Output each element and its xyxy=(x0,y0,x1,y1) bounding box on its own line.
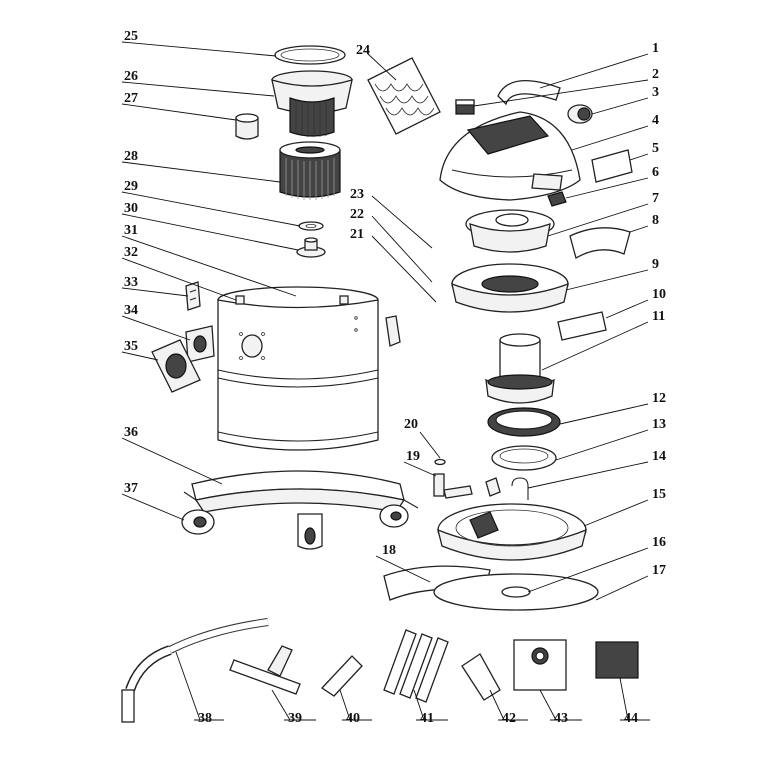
part-5-cover-strip xyxy=(591,149,633,183)
label-part-7: 7 xyxy=(652,191,659,206)
label-part-5: 5 xyxy=(652,141,659,156)
part-33-latch xyxy=(185,281,201,311)
label-part-8: 8 xyxy=(652,213,659,228)
label-part-25: 25 xyxy=(124,29,138,44)
part-13-seal-ring xyxy=(491,445,557,471)
part-28-cartridge-filter xyxy=(279,141,341,200)
part-6-lock-knob xyxy=(547,191,567,207)
part-14-small-fitting xyxy=(485,477,529,500)
part-11-motor xyxy=(485,333,555,404)
part-43-paper-bag xyxy=(513,639,567,691)
label-part-27: 27 xyxy=(124,91,138,106)
part-40-crevice-tool xyxy=(321,655,363,697)
part-42-round-brush xyxy=(461,653,501,701)
label-part-19: 19 xyxy=(406,449,420,464)
label-part-1: 1 xyxy=(652,41,659,56)
label-part-30: 30 xyxy=(124,201,138,216)
part-3-outlet-socket xyxy=(567,104,593,124)
label-part-26: 26 xyxy=(124,69,138,84)
label-part-21: 21 xyxy=(350,227,364,242)
part-38-hose xyxy=(121,618,269,723)
label-part-29: 29 xyxy=(124,179,138,194)
label-part-18: 18 xyxy=(382,543,396,558)
part-8-curved-foam xyxy=(569,227,631,259)
tank-latch-clip xyxy=(385,315,401,347)
label-part-2: 2 xyxy=(652,67,659,82)
label-part-41: 41 xyxy=(420,711,434,726)
label-part-37: 37 xyxy=(124,481,138,496)
part-30-float-valve xyxy=(296,237,326,258)
part-15-bottom-housing xyxy=(437,503,587,561)
label-part-11: 11 xyxy=(652,309,665,324)
part-25-gasket-ring xyxy=(274,45,346,65)
part-4-motor-cover xyxy=(439,111,581,201)
label-part-23: 23 xyxy=(350,187,364,202)
label-part-39: 39 xyxy=(288,711,302,726)
part-31-tank xyxy=(217,286,379,451)
label-part-36: 36 xyxy=(124,425,138,440)
part-24-filter-bag xyxy=(367,57,441,135)
label-part-33: 33 xyxy=(124,275,138,290)
label-part-44: 44 xyxy=(624,711,638,726)
part-17-filter-disc xyxy=(433,573,599,611)
part-41-extension-tubes xyxy=(383,629,449,703)
label-part-10: 10 xyxy=(652,287,666,302)
label-part-43: 43 xyxy=(554,711,568,726)
part-10-foam-pad xyxy=(557,311,607,341)
label-part-6: 6 xyxy=(652,165,659,180)
part-34-inlet-frame xyxy=(185,325,215,363)
label-part-22: 22 xyxy=(350,207,364,222)
label-part-13: 13 xyxy=(652,417,666,432)
part-19-pipe xyxy=(433,473,473,499)
label-part-24: 24 xyxy=(356,43,370,58)
part-37-casters xyxy=(181,504,409,550)
part-44-foam-filter xyxy=(595,641,639,679)
part-27-foam-cylinder xyxy=(235,113,259,140)
label-part-20: 20 xyxy=(404,417,418,432)
part-20-cap xyxy=(434,458,446,466)
part-7-motor-housing xyxy=(465,209,555,253)
label-part-31: 31 xyxy=(124,223,138,238)
label-part-4: 4 xyxy=(652,113,659,128)
part-2-switch xyxy=(455,99,475,115)
label-part-32: 32 xyxy=(124,245,138,260)
label-part-14: 14 xyxy=(652,449,666,464)
label-part-12: 12 xyxy=(652,391,666,406)
part-36-caster-base xyxy=(183,470,419,513)
label-part-42: 42 xyxy=(502,711,516,726)
label-part-15: 15 xyxy=(652,487,666,502)
label-part-16: 16 xyxy=(652,535,666,550)
part-labels: 1 2 3 4 5 6 7 8 9 10 11 12 13 14 15 16 1… xyxy=(121,29,666,726)
part-39-floor-nozzle xyxy=(229,645,301,695)
label-part-38: 38 xyxy=(198,711,212,726)
label-part-17: 17 xyxy=(652,563,666,578)
part-12-gasket-ring xyxy=(487,407,561,437)
label-part-34: 34 xyxy=(124,303,138,318)
label-part-28: 28 xyxy=(124,149,138,164)
label-part-3: 3 xyxy=(652,85,659,100)
label-part-35: 35 xyxy=(124,339,138,354)
part-35-inlet-port xyxy=(151,339,201,393)
part-26-filter-holder xyxy=(271,70,353,137)
part-1-handle xyxy=(497,80,561,106)
part-9-motor-base xyxy=(451,263,569,313)
part-29-washer xyxy=(298,221,324,231)
label-part-40: 40 xyxy=(346,711,360,726)
label-part-9: 9 xyxy=(652,257,659,272)
